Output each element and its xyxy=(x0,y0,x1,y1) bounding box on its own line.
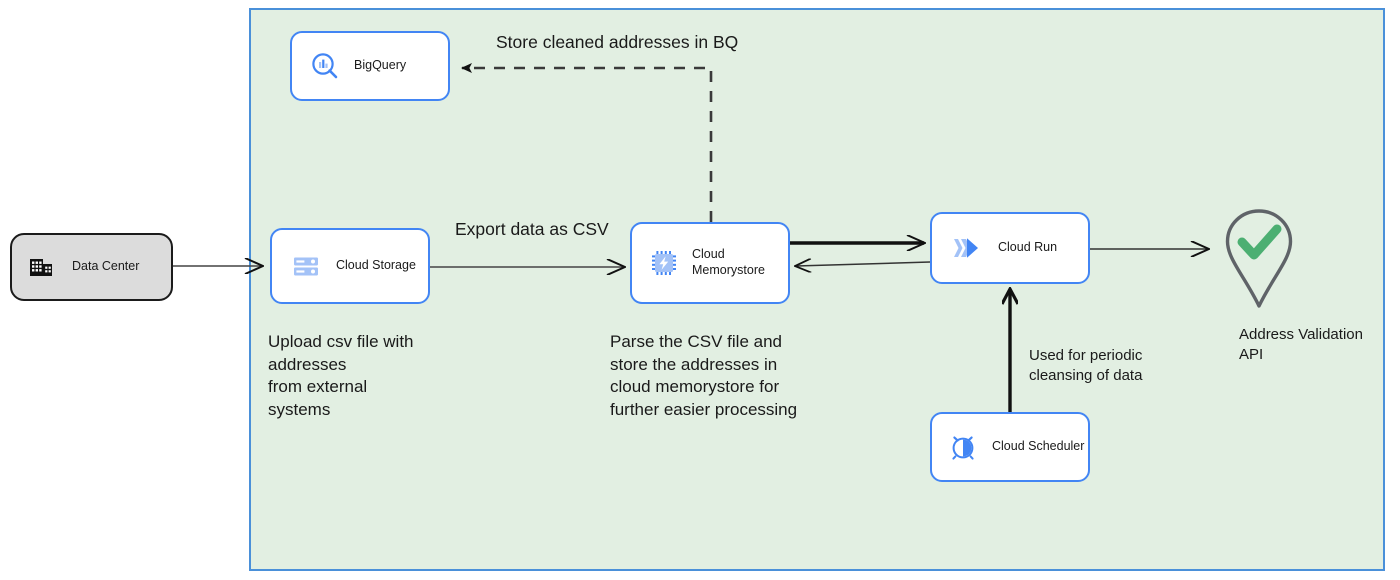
map-pin-check-icon xyxy=(1225,209,1293,308)
address-validation-api-label: Address Validation API xyxy=(1239,326,1363,363)
edge-label-periodic-cleansing: Used for periodic cleansing of data xyxy=(1029,347,1143,384)
node-cloud-run[interactable]: Cloud Run xyxy=(930,212,1090,284)
edge-label-export-csv: Export data as CSV xyxy=(455,219,609,239)
edge-label-store-in-bq: Store cleaned addresses in BQ xyxy=(496,32,739,52)
cloud-run-icon xyxy=(950,234,982,262)
edge-memorystore-to-bigquery xyxy=(461,63,713,222)
node-cloud-storage[interactable]: Cloud Storage xyxy=(270,228,430,304)
node-label: Cloud Run xyxy=(998,240,1058,255)
node-data-center[interactable]: Data Center xyxy=(10,233,173,301)
node-label: Data Center xyxy=(72,259,140,274)
node-address-validation-api[interactable] xyxy=(1218,205,1300,315)
gcp-project-zone xyxy=(249,8,1385,571)
node-bigquery[interactable]: BigQuery xyxy=(290,31,450,101)
data-center-icon xyxy=(28,254,54,280)
node-label: Cloud Memorystore xyxy=(692,247,765,277)
node-cloud-memorystore[interactable]: Cloud Memorystore xyxy=(630,222,790,304)
annotation-parse-csv: Parse the CSV file and store the address… xyxy=(610,332,798,419)
cloud-storage-icon xyxy=(292,252,320,280)
node-label: BigQuery xyxy=(354,58,407,73)
node-label: Cloud Scheduler xyxy=(992,439,1085,454)
cloud-memorystore-icon xyxy=(650,249,678,277)
node-cloud-scheduler[interactable]: Cloud Scheduler xyxy=(930,412,1090,482)
annotation-upload-csv: Upload csv file with addresses from exte… xyxy=(268,332,414,419)
bigquery-icon xyxy=(310,51,340,81)
cloud-scheduler-icon xyxy=(948,432,978,462)
node-label: Cloud Storage xyxy=(336,258,416,273)
edge-cloudrun-to-memorystore xyxy=(796,262,931,266)
